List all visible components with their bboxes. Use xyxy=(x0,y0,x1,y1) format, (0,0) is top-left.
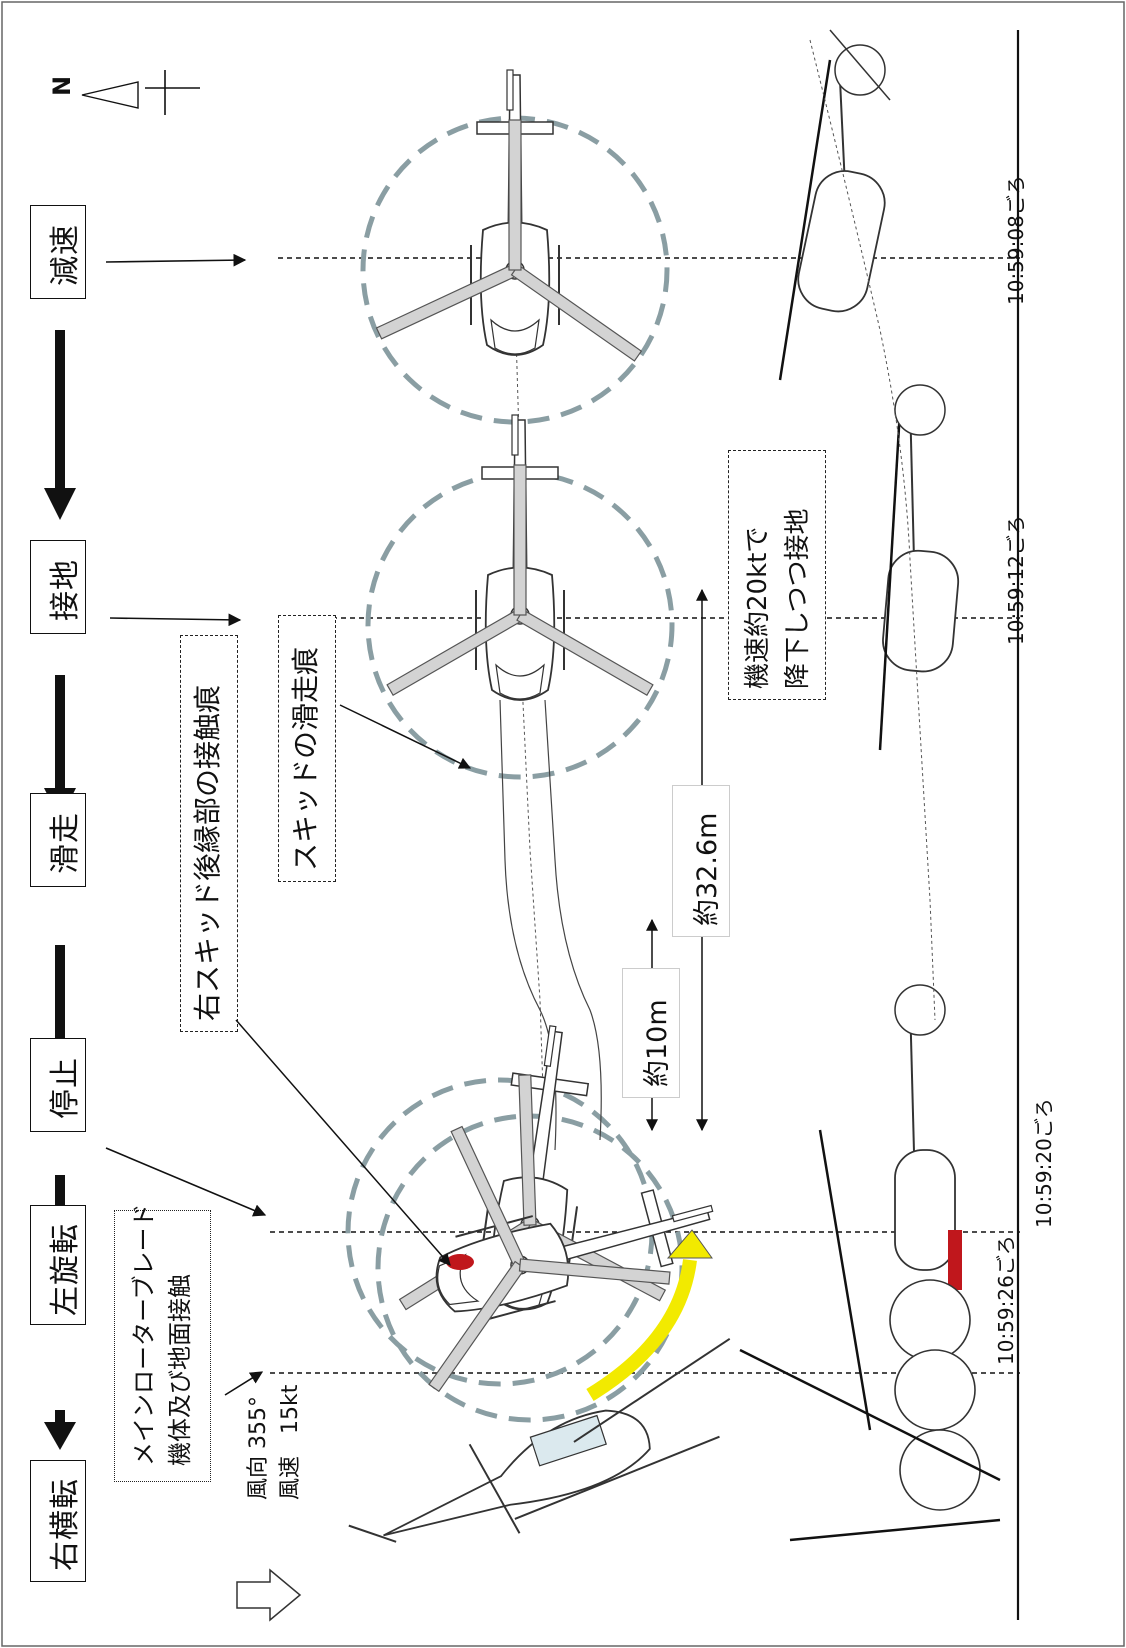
wind-speed: 風速 15kt xyxy=(272,1385,304,1500)
note-touchdown-speed-line2: 降下しつつ接地 xyxy=(781,509,815,689)
note-touchdown-speed-line1: 機速約20ktで xyxy=(741,527,775,689)
time-label-1: 10:59:12ごろ xyxy=(1000,515,1029,645)
time-label-0: 10:59:08ごろ xyxy=(1000,175,1029,305)
note-skid-track-text: スキッドの滑走痕 xyxy=(289,647,323,871)
note-skid-track: スキッドの滑走痕 xyxy=(278,615,336,882)
note-touchdown-speed: 機速約20ktで 降下しつつ接地 xyxy=(728,450,826,700)
wind-direction: 風向 355° xyxy=(240,1396,272,1500)
distance-stop-label: 約10m xyxy=(635,999,674,1087)
distance-total-label: 約32.6m xyxy=(685,813,724,926)
time-label-2: 10:59:20ごろ xyxy=(1028,1098,1057,1228)
distance-stop-box: 約10m xyxy=(622,968,680,1098)
time-label-3: 10:59:26ごろ xyxy=(990,1235,1019,1365)
distance-total-box: 約32.6m xyxy=(672,785,730,937)
